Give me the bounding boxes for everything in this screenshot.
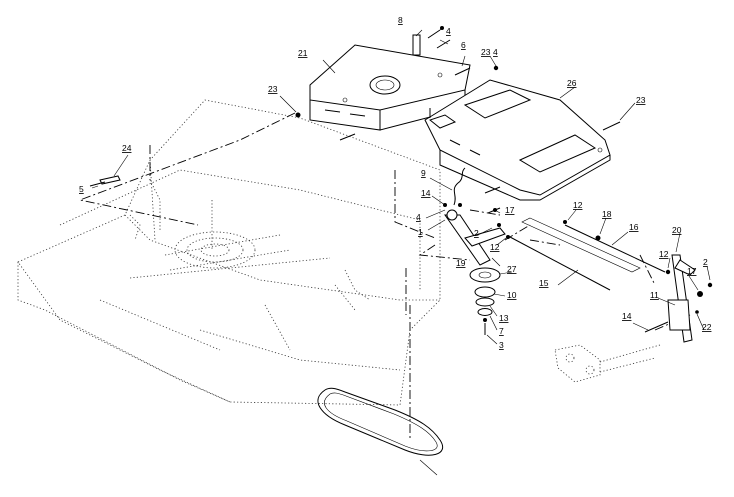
callout-20: 20 <box>672 225 682 235</box>
callout-15: 15 <box>539 278 549 288</box>
callout-3: 3 <box>499 340 504 350</box>
mower-deck <box>17 99 441 406</box>
callout-9: 9 <box>421 168 426 178</box>
callout-23: 23 <box>268 84 278 94</box>
callout-26: 27 <box>507 264 517 274</box>
callout-16: 16 <box>629 222 639 232</box>
lever-20 <box>644 254 713 343</box>
callout-19: 19 <box>456 258 466 268</box>
callout-10: 10 <box>507 290 517 300</box>
callout-12: 12 <box>490 242 500 252</box>
callout-12: 12 <box>573 200 583 210</box>
callout-5: 5 <box>79 184 84 194</box>
callouts: 8 4 6 21 23 4 26 23 23 24 5 9 14 4 1 17 … <box>79 15 712 350</box>
callout-17: 17 <box>505 205 515 215</box>
pulley-stack <box>469 267 501 335</box>
callout-1: 1 <box>418 227 423 237</box>
callout-25: 26 <box>567 78 577 88</box>
callout-13: 13 <box>499 313 509 323</box>
callout-11: 11 <box>650 290 659 300</box>
callout-4: 4 <box>446 26 451 36</box>
belt-cover-25 <box>424 79 611 201</box>
callout-12: 12 <box>659 249 669 259</box>
callout-17: 17 <box>687 266 697 276</box>
linkage-bracket <box>554 344 661 383</box>
leader-lines <box>91 27 711 476</box>
callout-18: 18 <box>602 209 612 219</box>
idler-arm-19 <box>444 167 506 266</box>
callout-14: 14 <box>622 311 632 321</box>
callout-4: 4 <box>493 47 498 57</box>
callout-2: 2 <box>474 228 479 238</box>
callout-22: 22 <box>702 322 712 332</box>
callout-14: 14 <box>421 188 431 198</box>
callout-24: 24 <box>122 143 132 153</box>
callout-23: 23 <box>481 47 491 57</box>
callout-4: 4 <box>416 212 421 222</box>
callout-2: 2 <box>703 257 708 267</box>
callout-21: 21 <box>298 48 308 58</box>
rods <box>509 217 671 291</box>
callout-7: 7 <box>499 326 504 336</box>
callout-8: 8 <box>398 15 403 25</box>
drive-belt-27 <box>317 387 443 456</box>
hardware <box>89 26 621 239</box>
callout-23: 23 <box>636 95 646 105</box>
callout-6: 6 <box>461 40 466 50</box>
